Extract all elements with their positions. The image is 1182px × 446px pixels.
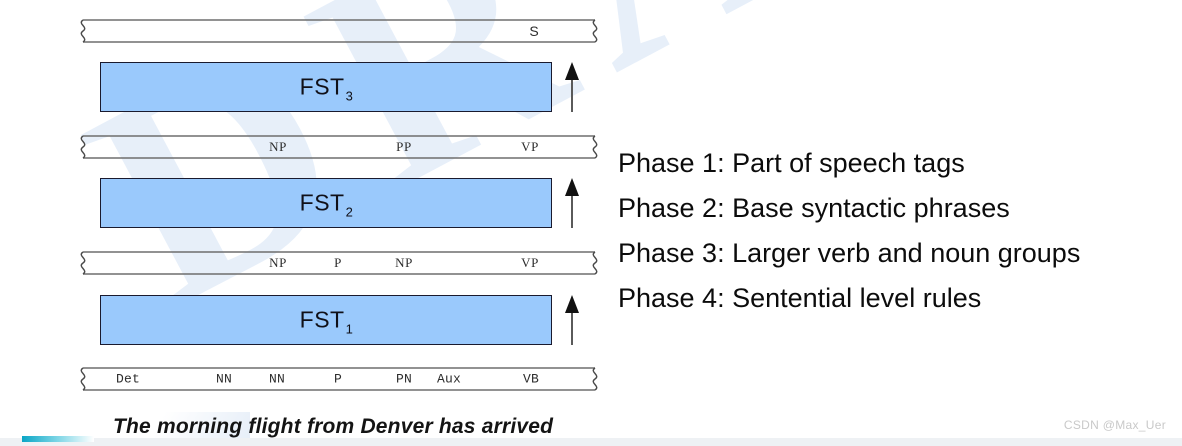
fst-box-3-index: 3 [345,88,354,104]
fst-box-3-label: FST3 [101,73,551,104]
fst-box-2-name: FST [299,189,345,216]
fst-box-2: FST2 [100,178,552,228]
fst-box-2-index: 2 [345,204,354,220]
tape-cell-p-2: P [333,371,343,387]
fst-box-1-label: FST1 [101,306,551,337]
phase-item-2: Phase 2: Base syntactic phrases [618,193,1010,223]
tape-cell-det: Det [115,371,141,387]
fst-box-1-name: FST [299,306,345,333]
up-arrow-1 [565,295,579,345]
up-arrow-3 [565,62,579,112]
tape-cell-s: S [529,23,539,39]
fst-box-3-name: FST [299,73,345,100]
tape-cell-np-2: NP [269,255,287,270]
tape-phrases-top-shape [80,135,598,159]
footer-band [0,438,1182,446]
tape-pos: Det NN NN P PN Aux VB [75,366,603,392]
tape-cell-np-3: NP [395,255,413,270]
tape-cell-aux: Aux [436,371,462,387]
fst-box-1: FST1 [100,295,552,345]
tape-pos-labels: Det NN NN P PN Aux VB [75,366,603,392]
tape-cell-vp-1: VP [521,139,539,154]
tape-phrases-mid-labels: NP P NP VP [75,250,603,276]
tape-cell-vb: VB [522,371,540,387]
fst-cascade-diagram: S FST3 NP PP VP [75,18,603,438]
phase-item-3: Phase 3: Larger verb and noun groups [618,238,1081,268]
up-arrow-2 [565,178,579,228]
tape-phrases-mid: NP P NP VP [75,250,603,276]
tape-phrases-top: NP PP VP [75,134,603,160]
tape-s-shape [80,19,598,43]
credit-watermark: CSDN @Max_Uer [1063,418,1166,432]
tape-cell-nn-2: NN [268,371,286,387]
tape-phrases-mid-shape [80,251,598,275]
phase-item-1: Phase 1: Part of speech tags [618,148,965,178]
tape-phrases-top-labels: NP PP VP [75,134,603,160]
fst-box-1-index: 1 [345,321,354,337]
tape-s-labels: S [75,18,603,44]
input-sentence: The morning flight from Denver has arriv… [113,415,554,438]
fst-box-3: FST3 [100,62,552,112]
tape-pos-shape [80,367,598,391]
tape-cell-vp-2: VP [521,255,539,270]
footer-accent-bar [22,436,94,442]
tape-cell-pp: PP [396,139,412,154]
tape-cell-pn: PN [395,371,413,387]
tape-s: S [75,18,603,44]
fst-box-2-label: FST2 [101,189,551,220]
phase-item-4: Phase 4: Sentential level rules [618,283,982,313]
tape-cell-np-1: NP [269,139,287,154]
tape-cell-p-1: P [334,255,342,270]
tape-cell-nn-1: NN [215,371,233,387]
phase-list: Phase 1: Part of speech tags Phase 2: Ba… [618,141,1080,321]
